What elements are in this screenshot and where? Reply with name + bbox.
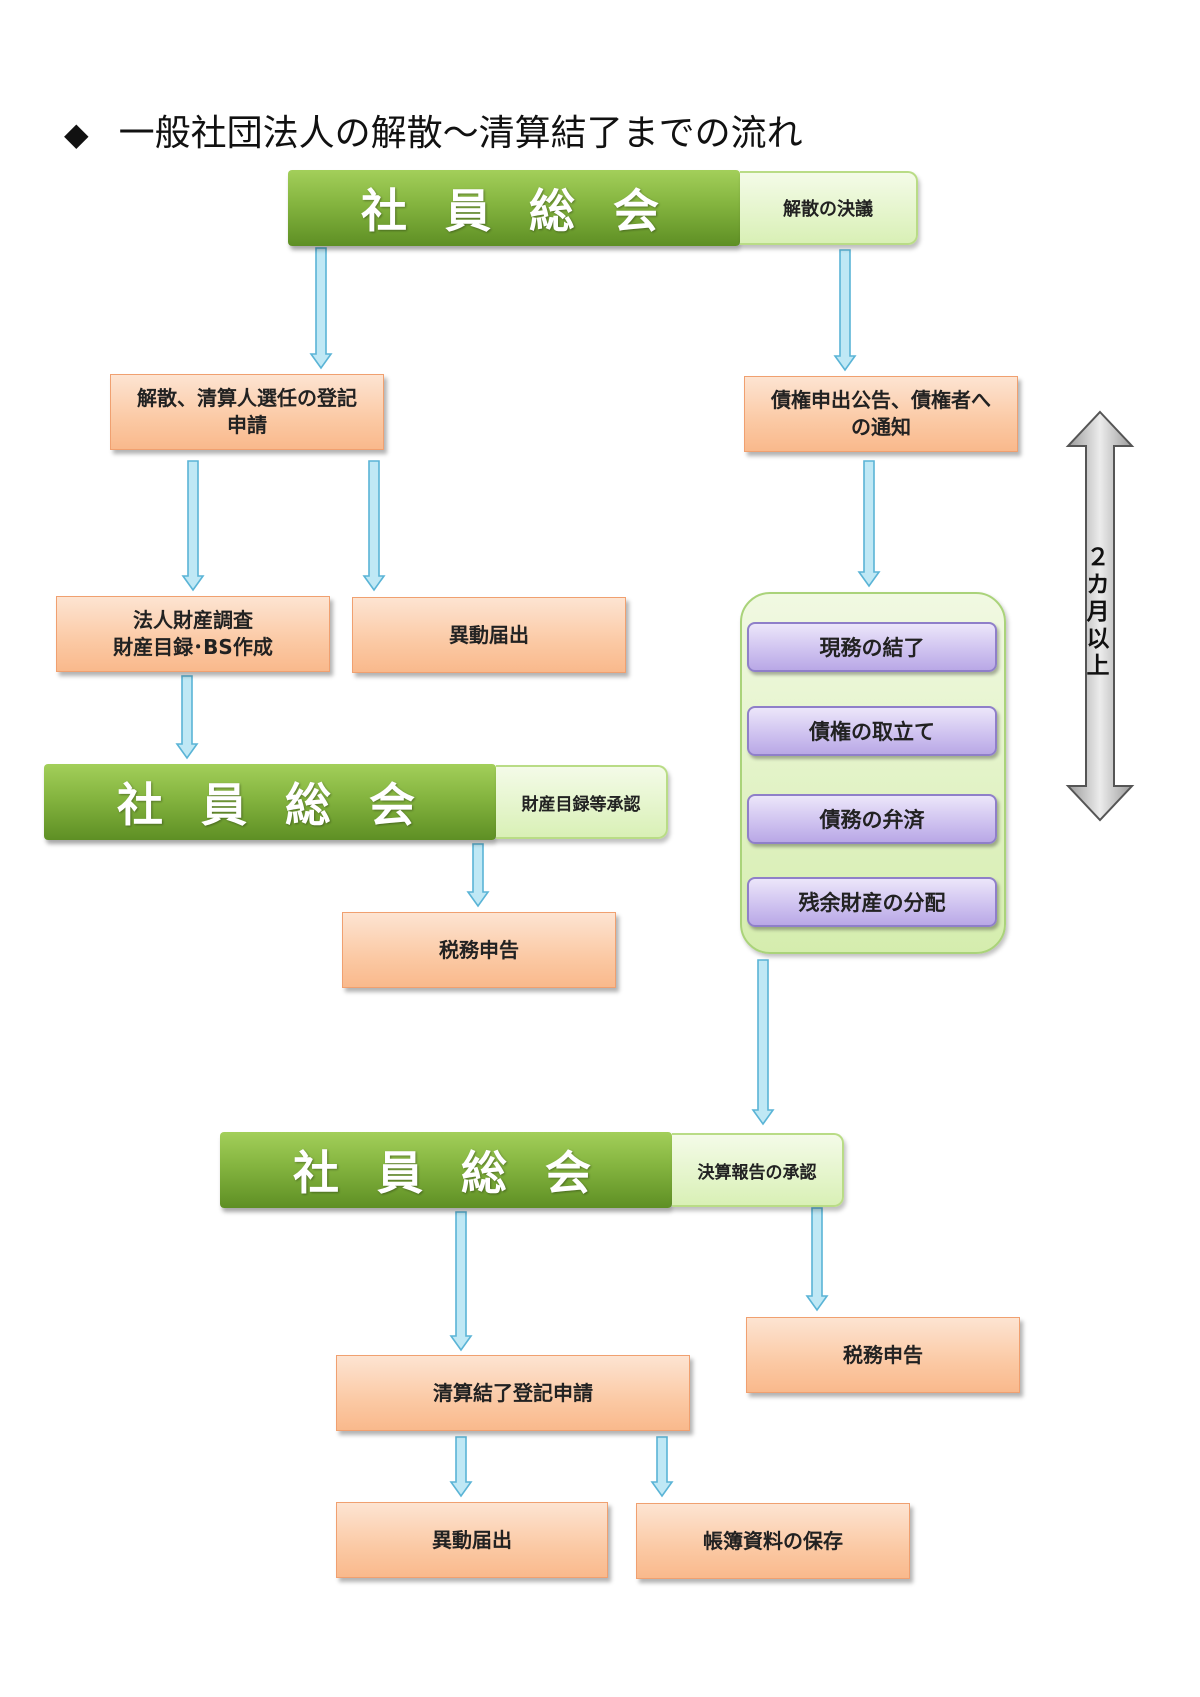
liquidation-registration-box: 清算結了登記申請 bbox=[336, 1355, 690, 1431]
arrow-registration-to-change-notice bbox=[362, 460, 386, 592]
arrow-survey-to-meeting2 bbox=[175, 675, 199, 760]
general-meeting-1: 社員総会 bbox=[288, 170, 740, 246]
arrow-meeting1-to-registration bbox=[309, 247, 333, 370]
general-meeting-3: 社員総会 bbox=[220, 1132, 672, 1208]
change-notice-box-1: 異動届出 bbox=[352, 597, 626, 673]
task-current-business: 現務の結了 bbox=[747, 622, 997, 672]
page-title: ◆ 一般社団法人の解散～清算結了までの流れ bbox=[64, 104, 803, 156]
tax-filing-box-1: 税務申告 bbox=[342, 912, 616, 988]
task-collect-receivables: 債権の取立て bbox=[747, 706, 997, 756]
period-label: ２ カ 月 以 上 bbox=[1083, 545, 1113, 680]
arrow-tasks-to-meeting3 bbox=[751, 959, 775, 1126]
period-char: 以 bbox=[1086, 626, 1110, 652]
arrow-creditor-to-tasks bbox=[857, 460, 881, 588]
arrow-liquidation-to-books bbox=[650, 1436, 674, 1498]
period-char: カ bbox=[1086, 572, 1110, 598]
property-survey-box: 法人財産調査 財産目録･BS作成 bbox=[56, 596, 330, 672]
down-arrows bbox=[175, 247, 881, 1498]
task-pay-debts: 債務の弁済 bbox=[747, 794, 997, 844]
dissolution-registration-box: 解散、清算人選任の登記 申請 bbox=[110, 374, 384, 450]
box-line: 解散、清算人選任の登記 bbox=[137, 386, 357, 410]
arrow-meeting1-to-creditor-notice bbox=[833, 249, 857, 372]
box-line: の通知 bbox=[851, 415, 911, 439]
arrow-registration-to-survey bbox=[181, 460, 205, 592]
meeting-3-tag: 決算報告の承認 bbox=[672, 1133, 844, 1207]
change-notice-box-2: 異動届出 bbox=[336, 1502, 608, 1578]
general-meeting-2: 社員総会 bbox=[44, 764, 496, 840]
diamond-bullet-icon: ◆ bbox=[64, 115, 89, 153]
tax-filing-box-2: 税務申告 bbox=[746, 1317, 1020, 1393]
task-distribute-assets: 残余財産の分配 bbox=[747, 877, 997, 927]
creditor-notice-box: 債権申出公告、債権者へ の通知 bbox=[744, 376, 1018, 452]
box-line: 財産目録･BS作成 bbox=[113, 635, 273, 659]
arrow-meeting3-to-tax bbox=[805, 1207, 829, 1312]
period-char: 月 bbox=[1086, 599, 1110, 625]
arrow-liquidation-to-change-notice bbox=[449, 1436, 473, 1498]
arrow-meeting3-to-liquidation-registration bbox=[449, 1211, 473, 1352]
meeting-1-tag: 解散の決議 bbox=[740, 171, 918, 245]
period-char: ２ bbox=[1086, 545, 1110, 571]
title-text: 一般社団法人の解散～清算結了までの流れ bbox=[118, 113, 803, 154]
meeting-2-tag: 財産目録等承認 bbox=[496, 765, 668, 839]
book-retention-box: 帳簿資料の保存 bbox=[636, 1503, 910, 1579]
period-char: 上 bbox=[1086, 653, 1110, 679]
box-line: 法人財産調査 bbox=[133, 608, 253, 632]
arrow-meeting2-to-tax bbox=[466, 843, 490, 908]
box-line: 債権申出公告、債権者へ bbox=[771, 388, 991, 412]
box-line: 申請 bbox=[227, 413, 267, 437]
two-months-double-arrow-icon bbox=[1065, 410, 1135, 822]
